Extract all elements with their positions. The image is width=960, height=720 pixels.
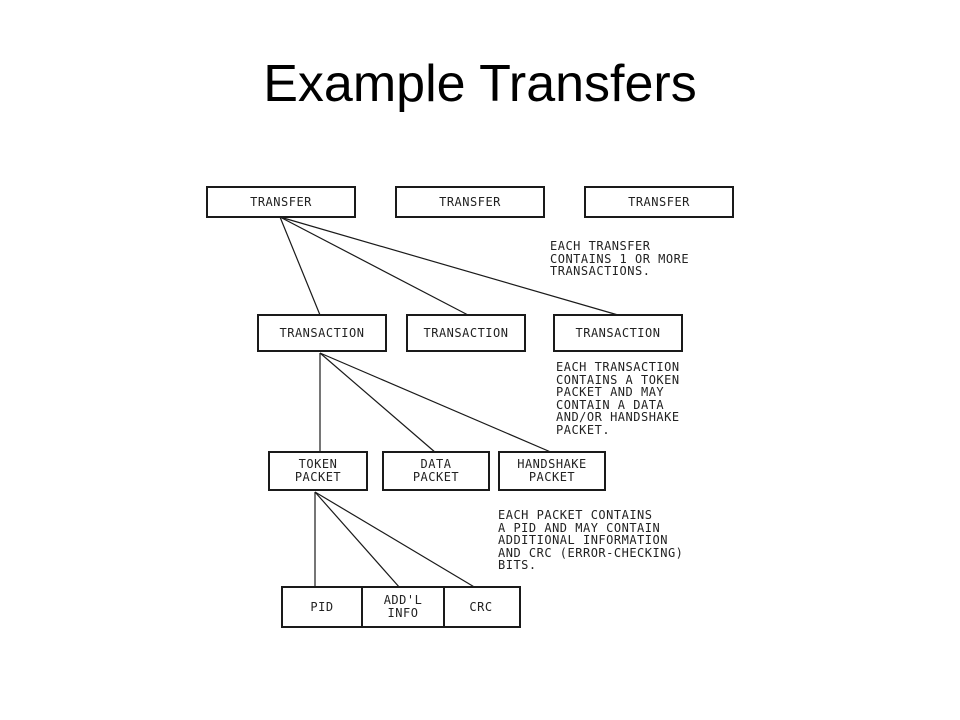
transfer-box-3: TRANSFER (584, 186, 734, 218)
pid-field: PID (310, 599, 334, 614)
crc-field: CRC (469, 599, 493, 614)
transfer-hierarchy-diagram: TRANSFER TRANSFER TRANSFER EACH TRANSFER… (178, 165, 796, 643)
connector-lines (279, 216, 619, 589)
token-packet-box: TOKEN PACKET (268, 451, 368, 491)
transaction-box-1: TRANSACTION (257, 314, 387, 352)
transfer-note: EACH TRANSFER CONTAINS 1 OR MORE TRANSAC… (550, 239, 690, 278)
packet-fields: PID ADD'L INFO CRC (281, 586, 521, 628)
slide-title: Example Transfers (263, 55, 697, 113)
transfer-box-2: TRANSFER (395, 186, 545, 218)
packet-note: EACH PACKET CONTAINS A PID AND MAY CONTA… (498, 508, 684, 572)
transfer-box-1: TRANSFER (206, 186, 356, 218)
transaction-box-3: TRANSACTION (553, 314, 683, 352)
handshake-packet-box: HANDSHAKE PACKET (498, 451, 606, 491)
transaction-note: EACH TRANSACTION CONTAINS A TOKEN PACKET… (556, 360, 680, 437)
addl-info-field: ADD'L INFO (361, 588, 445, 626)
data-packet-box: DATA PACKET (382, 451, 490, 491)
transaction-box-2: TRANSACTION (406, 314, 526, 352)
